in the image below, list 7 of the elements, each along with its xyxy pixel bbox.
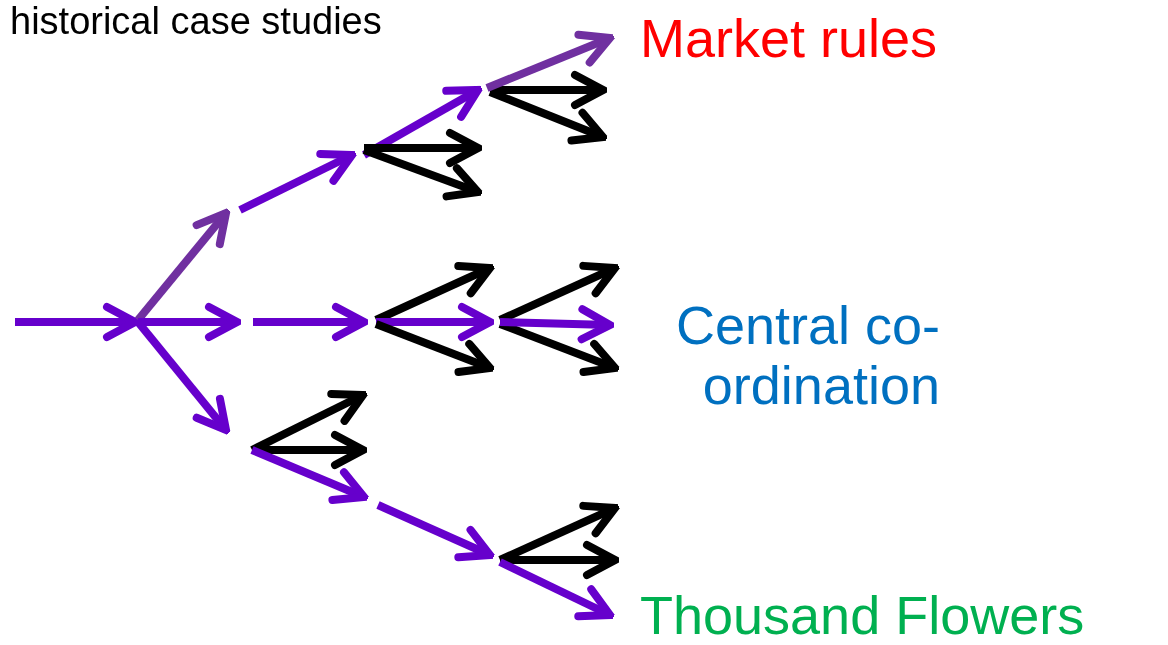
arrow bbox=[499, 305, 614, 344]
title: historical case studies bbox=[10, 0, 382, 42]
arrow bbox=[498, 558, 614, 621]
arrow bbox=[485, 30, 614, 92]
outcome-label: Market rules bbox=[610, 8, 938, 68]
outcome-label: Thousand Flowers bbox=[610, 585, 1085, 645]
outcome-label: Central co-ordination bbox=[610, 295, 940, 415]
